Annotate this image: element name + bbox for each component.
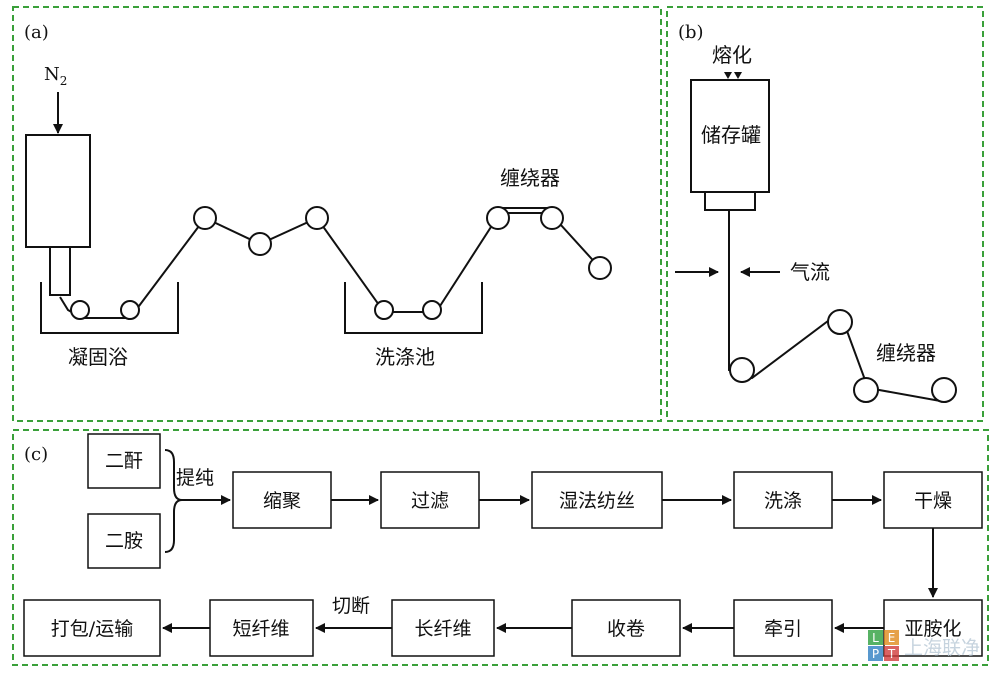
step-box: [571, 599, 681, 657]
step-label: 亚胺化: [904, 618, 961, 640]
merge-brace: [164, 449, 183, 553]
step-label: 洗涤: [764, 490, 802, 512]
guide-roller: [70, 300, 90, 320]
step-label: 收卷: [607, 618, 645, 640]
guide-roller: [729, 357, 755, 383]
purify-label: 提纯: [176, 467, 214, 489]
panel-a-frame: [12, 6, 662, 422]
diamine-box: [87, 513, 161, 569]
guide-roller: [248, 232, 272, 256]
svg-text:E: E: [888, 631, 896, 645]
step-label: 长纤维: [414, 618, 471, 640]
washing-bath: [344, 282, 483, 334]
guide-roller: [827, 309, 853, 335]
winder-roller: [588, 256, 612, 280]
fiber-path-a: [59, 212, 601, 319]
watermark-logo: L E P T 上海联净: [868, 630, 980, 661]
airflow-label: 气流: [790, 260, 830, 284]
tank-nozzle: [704, 191, 756, 211]
guide-roller: [305, 206, 329, 230]
step-label: 打包/运输: [51, 618, 133, 640]
winder-label-b: 缠绕器: [876, 341, 936, 365]
guide-roller: [120, 300, 140, 320]
step-label: 短纤维: [232, 618, 289, 640]
storage-tank-label: 储存罐: [701, 123, 761, 147]
coagulation-bath: [40, 282, 179, 334]
melt-label: 熔化: [712, 43, 752, 67]
guide-roller: [374, 300, 394, 320]
step-label: 牵引: [764, 618, 802, 640]
spinneret: [49, 246, 71, 296]
melt-arrow-icon: [724, 72, 732, 79]
diamine-label: 二胺: [105, 530, 143, 552]
winder-roller: [931, 377, 957, 403]
winder-label-a: 缠绕器: [500, 166, 560, 190]
cut-label: 切断: [332, 595, 370, 617]
svg-text:T: T: [887, 647, 896, 661]
panel-b-tag: (b): [678, 22, 704, 43]
spinning-vessel: [25, 134, 91, 248]
dianhydride-label: 二酐: [105, 450, 143, 472]
svg-text:L: L: [872, 631, 879, 645]
step-box: [23, 599, 161, 657]
coagulation-bath-label: 凝固浴: [68, 345, 128, 369]
svg-text:P: P: [872, 647, 879, 661]
step-label: 干燥: [914, 490, 952, 512]
svg-text:上海联净: 上海联净: [904, 637, 980, 659]
step-label: 缩聚: [263, 490, 301, 512]
guide-roller: [193, 206, 217, 230]
step-box: [531, 471, 663, 529]
panel-c-frame: [12, 429, 989, 666]
step-label: 过滤: [411, 490, 449, 512]
step-label: 湿法纺丝: [559, 490, 635, 512]
winder-roller: [853, 377, 879, 403]
nitrogen-label: N2: [44, 64, 67, 88]
fiber-path-b: [728, 210, 947, 403]
step-box: [209, 599, 314, 657]
panel-a-tag: (a): [24, 22, 49, 43]
winder-roller: [486, 206, 510, 230]
panel-c-tag: (c): [24, 444, 48, 465]
storage-tank: [690, 79, 770, 193]
dianhydride-box: [87, 433, 161, 489]
guide-roller: [422, 300, 442, 320]
panel-b-frame: [666, 6, 984, 422]
step-box: [883, 599, 983, 657]
melt-arrow-icon: [734, 72, 742, 79]
winder-roller: [540, 206, 564, 230]
washing-bath-label: 洗涤池: [375, 345, 435, 369]
